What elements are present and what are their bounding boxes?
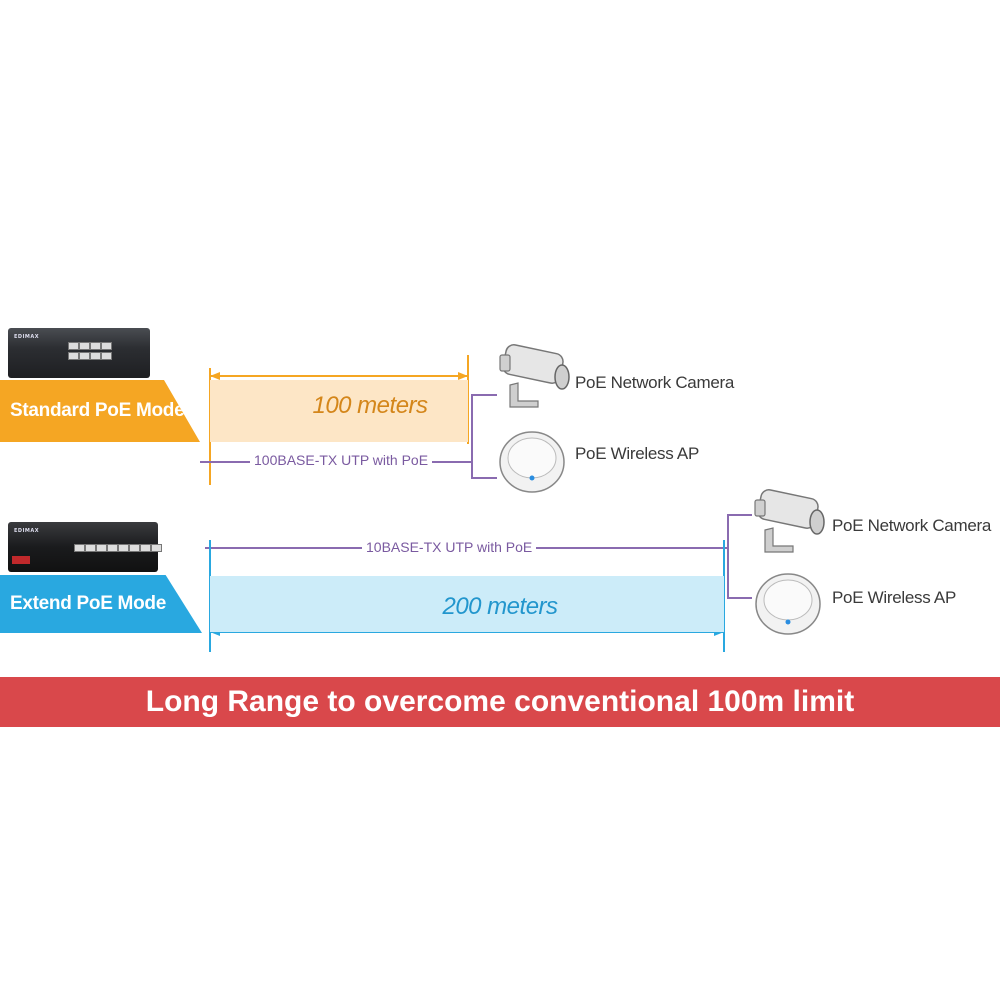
extend-distance-label: 200 meters [442, 593, 558, 620]
extend-ap-label: PoE Wireless AP [832, 588, 956, 607]
poe-switch-standard: EDIMAX [8, 328, 150, 378]
standard-mode-banner: Standard PoE Mode [0, 380, 200, 442]
camera-icon [499, 344, 570, 408]
extend-cable-label: 10BASE-TX UTP with PoE [362, 539, 537, 555]
extend-distance-zone [210, 576, 724, 632]
footer-banner: Long Range to overcome conventional 100m… [0, 677, 1000, 727]
standard-camera-label: PoE Network Camera [575, 373, 734, 392]
switch-brand: EDIMAX [14, 334, 40, 340]
switch-logo-badge [12, 556, 30, 564]
standard-distance-label: 100 meters [312, 392, 428, 419]
extend-mode-banner: Extend PoE Mode [0, 575, 202, 633]
switch-ports [68, 342, 112, 360]
camera-icon [754, 489, 825, 553]
standard-ap-label: PoE Wireless AP [575, 444, 699, 463]
standard-distance-zone [210, 380, 468, 442]
wireless-ap-icon [499, 431, 565, 493]
poe-switch-extend: EDIMAX [8, 522, 162, 572]
extend-camera-label: PoE Network Camera [832, 516, 991, 535]
footer-text: Long Range to overcome conventional 100m… [145, 685, 855, 718]
standard-cable-label: 100BASE-TX UTP with PoE [250, 452, 433, 468]
switch-ports [74, 544, 162, 552]
wireless-ap-icon [755, 573, 821, 635]
switch-brand: EDIMAX [14, 528, 40, 534]
